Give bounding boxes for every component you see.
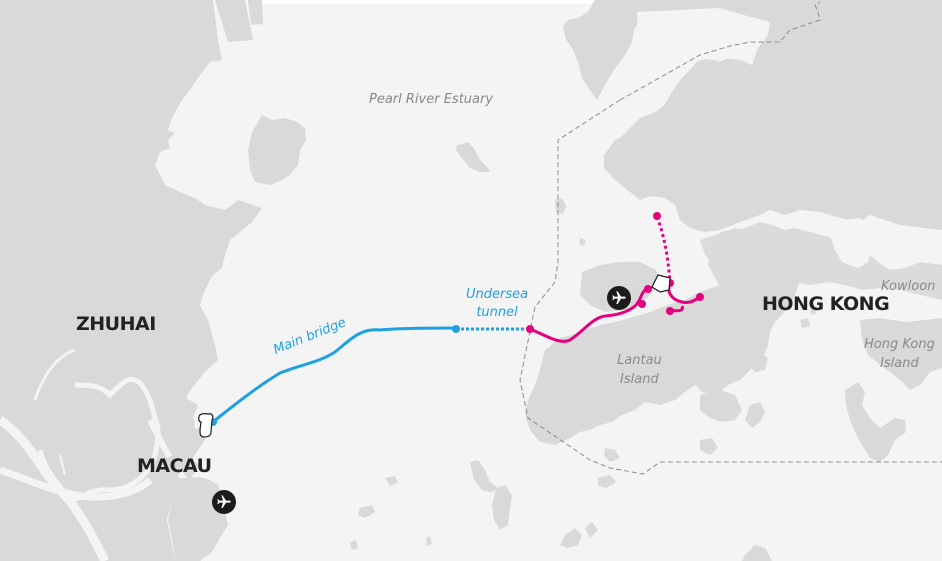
zhuhai-port-island-icon: [198, 413, 214, 438]
macau-label: MACAU: [137, 455, 212, 477]
land-lantau-island: [525, 262, 800, 445]
tuen-mun-node: [653, 212, 661, 220]
hong-kong-island-label: Hong Kong Island: [864, 337, 935, 371]
hk-airport-marker: [607, 286, 631, 310]
zhuhai-label: ZHUHAI: [76, 313, 156, 335]
tunnel-east-node: [526, 325, 534, 333]
hk-link-route: [529, 286, 649, 343]
main-bridge-route: [212, 326, 457, 424]
hong-kong-label: HONG KONG: [762, 293, 890, 315]
land-hong-kong-island: [860, 318, 942, 390]
macau-airport-marker: [212, 490, 236, 514]
land-zhuhai: [0, 0, 262, 561]
airplane-icon: [217, 495, 231, 508]
airplane-icon: [612, 291, 626, 304]
land-island-qi-ao: [248, 115, 306, 185]
tunnel-west-node: [452, 325, 460, 333]
hk-port-island-icon: [651, 274, 671, 293]
land-macau: [165, 425, 205, 478]
land-shenzhen: [563, 0, 942, 232]
pearl-river-estuary-label: Pearl River Estuary: [369, 92, 494, 107]
lantau-island-label: Lantau Island: [617, 353, 662, 387]
kowloon-label: Kowloon: [881, 279, 936, 294]
undersea-tunnel-label: Undersea tunnel: [466, 287, 529, 320]
